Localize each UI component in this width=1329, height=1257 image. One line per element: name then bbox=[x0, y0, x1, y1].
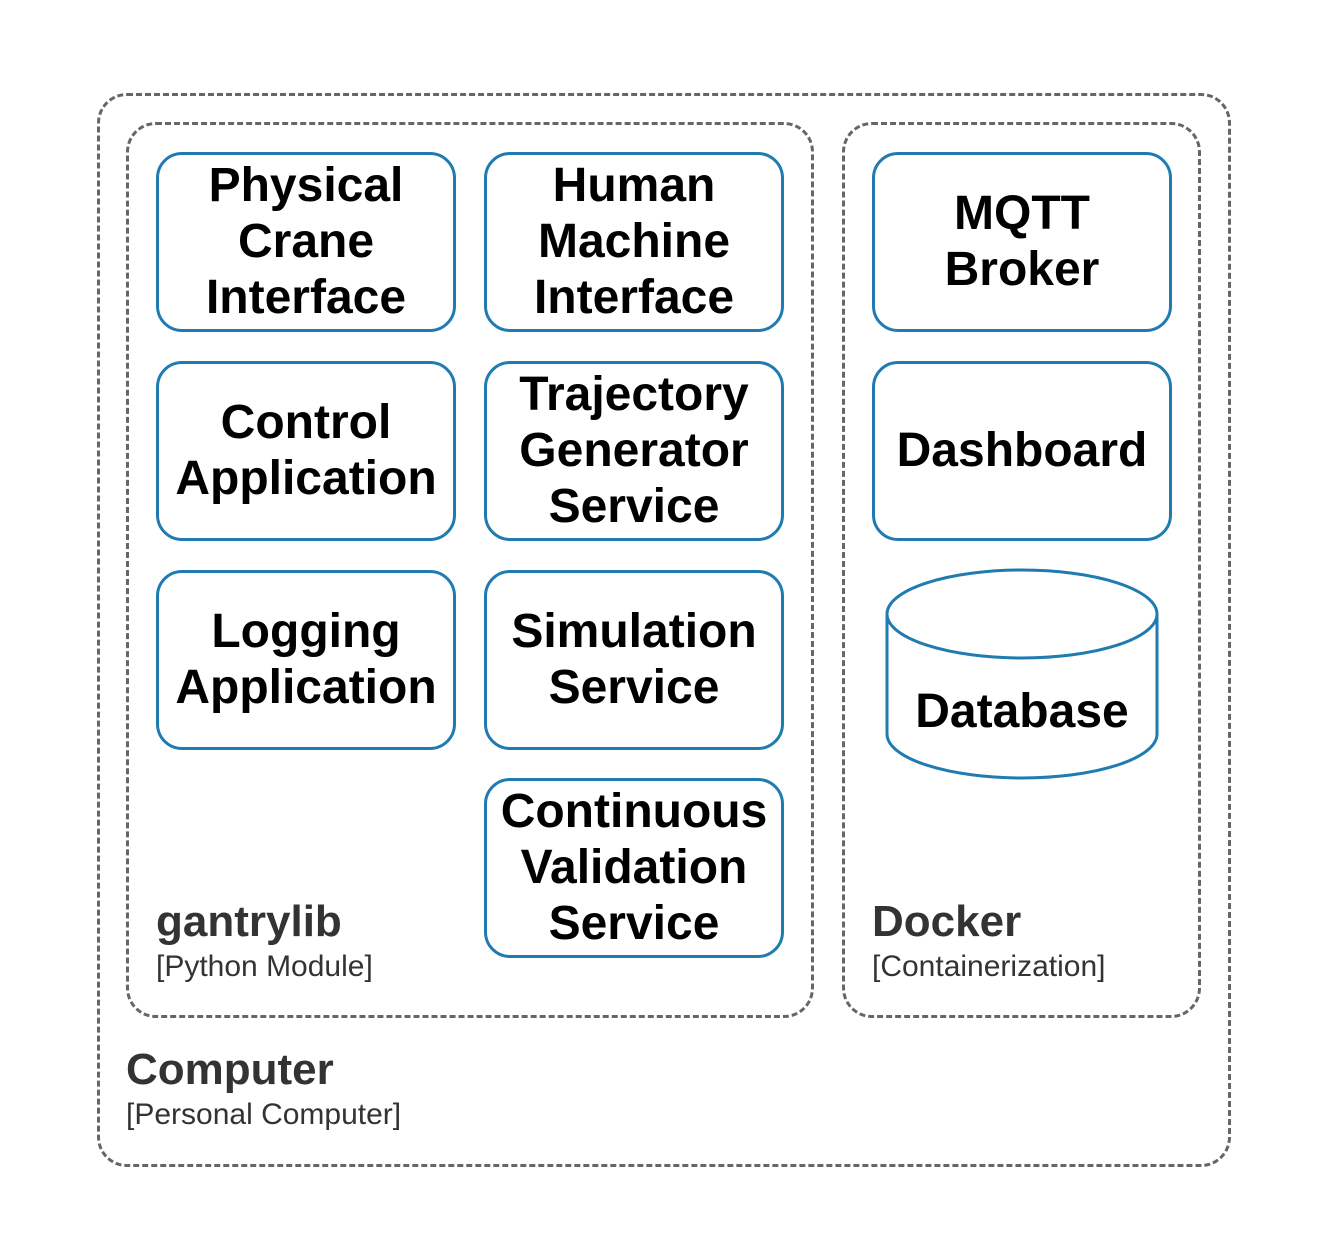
component-label: Human Machine Interface bbox=[533, 159, 735, 324]
database-cylinder-icon bbox=[885, 568, 1159, 780]
computer-boundary bbox=[97, 93, 1231, 1167]
gantrylib-subtitle: [Python Module] bbox=[156, 950, 373, 983]
component-label: Logging Application bbox=[175, 605, 437, 714]
logging-application-component: Logging Application bbox=[156, 570, 456, 750]
database-label: Database bbox=[915, 685, 1129, 738]
component-label: Simulation Service bbox=[511, 605, 757, 714]
component-label: Trajectory Generator Service bbox=[519, 368, 749, 533]
docker-title: Docker bbox=[872, 897, 1022, 946]
docker-subtitle: [Containerization] bbox=[872, 950, 1106, 983]
docker-boundary bbox=[842, 122, 1201, 1018]
gantrylib-title: gantrylib bbox=[156, 897, 342, 946]
trajectory-generator-service-component: Trajectory Generator Service bbox=[484, 361, 784, 541]
component-label: Physical Crane Interface bbox=[205, 159, 407, 324]
database-component: Database bbox=[885, 568, 1159, 780]
simulation-service-component: Simulation Service bbox=[484, 570, 784, 750]
physical-crane-interface-component: Physical Crane Interface bbox=[156, 152, 456, 332]
component-label: Continuous Validation Service bbox=[500, 785, 768, 950]
computer-title: Computer bbox=[126, 1045, 334, 1094]
human-machine-interface-component: Human Machine Interface bbox=[484, 152, 784, 332]
computer-subtitle: [Personal Computer] bbox=[126, 1098, 402, 1131]
mqtt-broker-component: MQTT Broker bbox=[872, 152, 1172, 332]
gantrylib-boundary bbox=[126, 122, 814, 1018]
component-label: Dashboard bbox=[896, 424, 1148, 477]
dashboard-component: Dashboard bbox=[872, 361, 1172, 541]
component-label: Control Application bbox=[175, 396, 437, 505]
component-label: MQTT Broker bbox=[944, 187, 1100, 296]
control-application-component: Control Application bbox=[156, 361, 456, 541]
continuous-validation-service-component: Continuous Validation Service bbox=[484, 778, 784, 958]
